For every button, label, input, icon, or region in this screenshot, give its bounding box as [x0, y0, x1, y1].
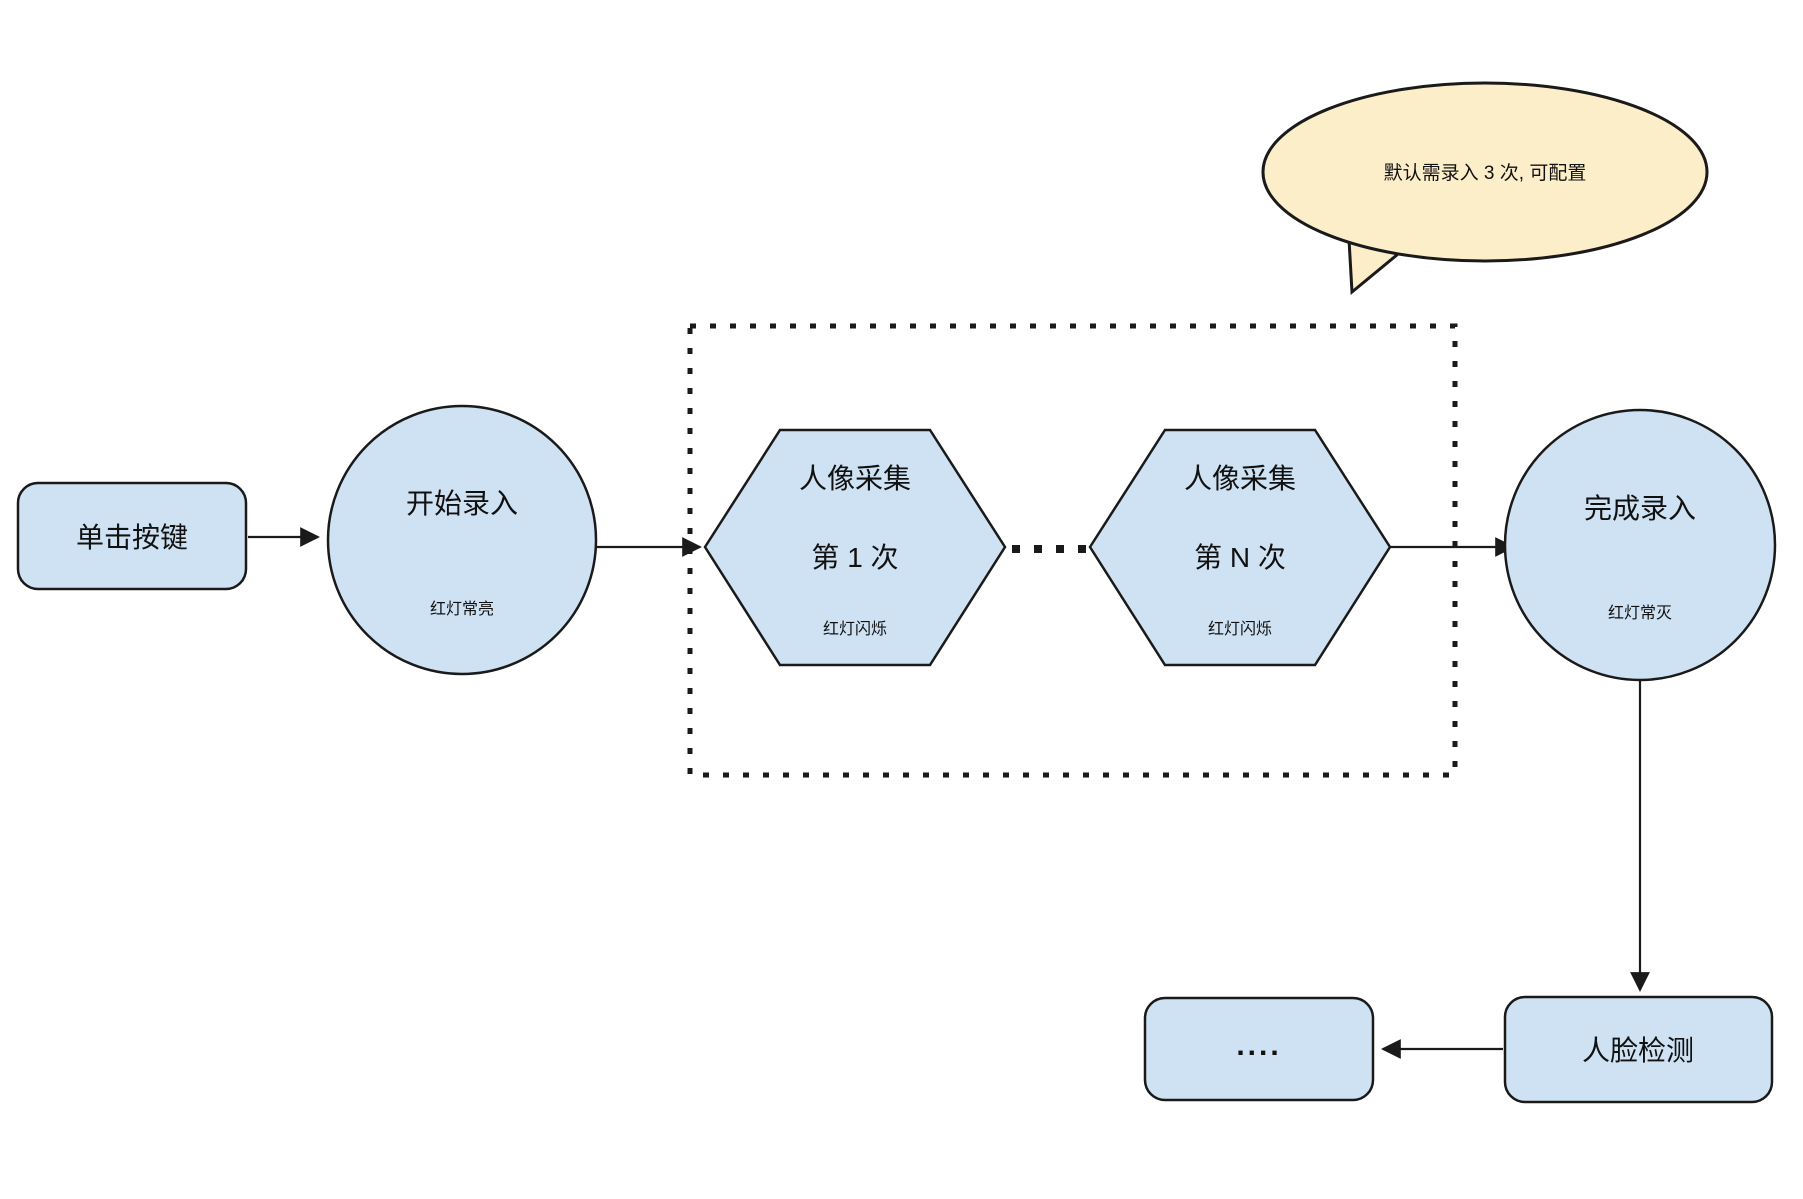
click-button-label: 单击按键 [76, 522, 188, 553]
callout-bubble: 默认需录入 3 次, 可配置 [1261, 81, 1709, 296]
ellipsis-node: .... [1143, 996, 1375, 1102]
face-detect-shape [1503, 995, 1774, 1104]
capture-nth-title: 人像采集 [1184, 463, 1296, 494]
start-enroll-title: 开始录入 [406, 488, 518, 519]
ellipsis-shape [1143, 996, 1375, 1102]
capture-nth-note: 红灯闪烁 [1208, 620, 1272, 638]
start-enroll-node: 开始录入 红灯常亮 [326, 404, 598, 676]
callout-ellipse [1261, 81, 1709, 263]
capture-first-shape [703, 428, 1007, 667]
capture-first-note: 红灯闪烁 [823, 620, 887, 638]
capture-first-title: 人像采集 [799, 463, 911, 494]
start-enroll-shape [326, 404, 598, 676]
click-button-shape [16, 481, 248, 591]
callout-label: 默认需录入 3 次, 可配置 [1384, 162, 1587, 184]
capture-nth-subtitle: 第 N 次 [1194, 542, 1286, 573]
finish-enroll-node: 完成录入 红灯常灭 [1503, 408, 1777, 682]
click-button-node: 单击按键 [16, 481, 248, 591]
finish-enroll-shape [1503, 408, 1777, 682]
capture-first-node: 人像采集 第 1 次 红灯闪烁 [703, 428, 1007, 667]
finish-enroll-title: 完成录入 [1584, 493, 1696, 524]
face-detect-node: 人脸检测 [1503, 995, 1774, 1104]
capture-first-subtitle: 第 1 次 [811, 542, 898, 573]
capture-nth-node: 人像采集 第 N 次 红灯闪烁 [1088, 428, 1392, 667]
finish-enroll-subtitle: 红灯常灭 [1608, 604, 1672, 622]
face-detect-label: 人脸检测 [1582, 1035, 1694, 1066]
start-enroll-subtitle: 红灯常亮 [430, 600, 494, 618]
ellipsis-label: .... [1236, 1029, 1281, 1062]
